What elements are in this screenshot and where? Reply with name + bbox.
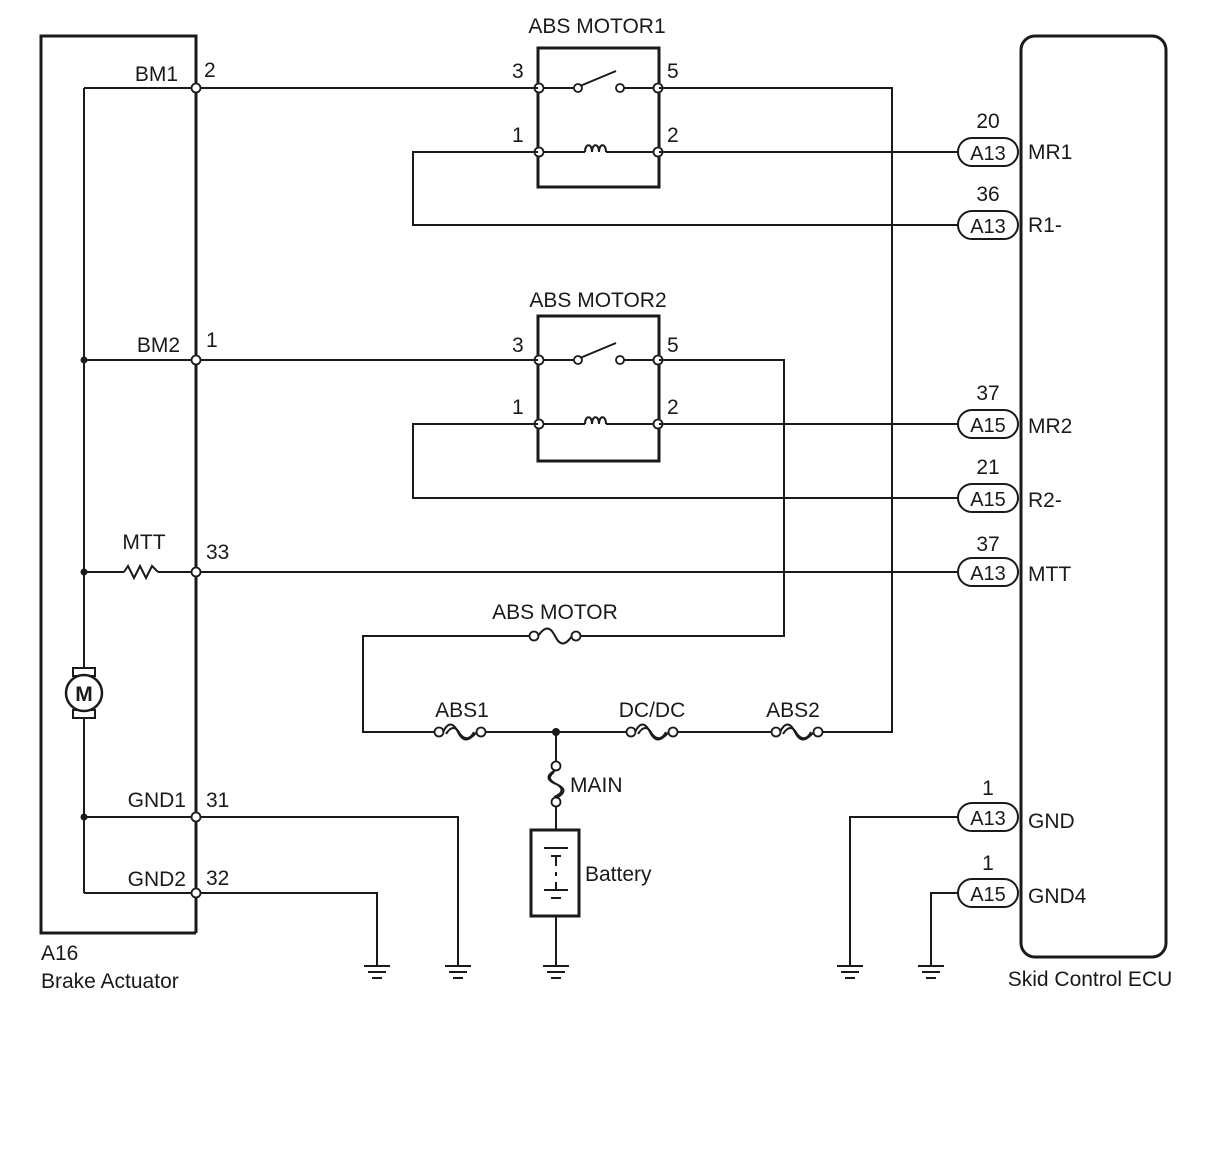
- ecu-connector-gnd: A13 1 GND: [957, 777, 1075, 833]
- relay-motor2-pin1: 1: [512, 396, 524, 419]
- ecu-terminal: MR1: [1028, 141, 1072, 164]
- ground-battery-icon: [543, 965, 569, 979]
- connector-id: A13: [970, 216, 1006, 238]
- pin-mtt: 33: [206, 541, 229, 564]
- ground-ecu-gnd4-icon: [918, 965, 944, 979]
- relay-motor2-pin3: 3: [512, 334, 524, 357]
- ecu-connector-mr1: A13 20 MR1: [957, 110, 1072, 167]
- relay-motor1-pin1: 1: [512, 124, 524, 147]
- battery: Battery: [529, 828, 652, 918]
- battery-label: Battery: [585, 863, 652, 886]
- ecu-connector-mtt: A13 37 MTT: [957, 533, 1071, 587]
- connector-id: A13: [970, 563, 1006, 585]
- terminal-gnd2: GND2: [128, 868, 186, 891]
- fuse-abs-motor-label: ABS MOTOR: [492, 601, 618, 624]
- ecu-connector-mr2: A15 37 MR2: [957, 382, 1072, 439]
- brake-actuator-id: A16: [41, 942, 78, 965]
- ground-ecu-gnd-icon: [837, 965, 863, 979]
- pin-bm1: 2: [204, 59, 216, 82]
- ecu-connector-r1-minus: A13 36 R1-: [957, 183, 1062, 240]
- fuse-abs1: ABS1: [433, 699, 489, 741]
- terminal-bm2: BM2: [137, 334, 180, 357]
- connector-id: A13: [970, 808, 1006, 830]
- relay-motor1-pin2: 2: [667, 124, 679, 147]
- relay-motor2-coil-icon: [584, 416, 607, 425]
- fuse-dcdc-label: DC/DC: [619, 699, 686, 722]
- brake-actuator: M BM1 BM2 MTT GND1 GND2 2 1 33 31 32 A16…: [39, 34, 229, 993]
- fuse-main: MAIN: [547, 760, 623, 808]
- relay-abs-motor1: ABS MOTOR1 3 5 1 2: [512, 15, 679, 189]
- relay-motor1-pin5: 5: [667, 60, 679, 83]
- pin-bm2: 1: [206, 329, 218, 352]
- brake-actuator-outline: [39, 34, 198, 935]
- connector-pin: 21: [976, 456, 999, 479]
- connector-pin: 1: [982, 777, 994, 800]
- connector-id: A15: [970, 415, 1006, 437]
- ecu-terminal: R2-: [1028, 489, 1062, 512]
- ground-gnd1-icon: [445, 965, 471, 979]
- ground-gnd2-icon: [364, 965, 390, 979]
- ecu-outline: [1019, 34, 1168, 959]
- relay-motor1-coil-icon: [584, 144, 607, 153]
- ecu-terminal: MTT: [1028, 563, 1071, 586]
- ecu-terminal: MR2: [1028, 415, 1072, 438]
- fuse-abs2-label: ABS2: [766, 699, 820, 722]
- terminal-mtt: MTT: [122, 531, 165, 554]
- fuse-abs2: ABS2: [766, 699, 824, 741]
- ecu-terminal: GND4: [1028, 885, 1087, 908]
- connector-pin: 1: [982, 852, 994, 875]
- connector-id: A15: [970, 884, 1006, 906]
- ecu-connector-gnd4: A15 1 GND4: [957, 852, 1087, 908]
- connector-pin: 36: [976, 183, 999, 206]
- skid-control-ecu: Skid Control ECU: [1008, 34, 1173, 991]
- pump-motor-icon: M: [64, 667, 104, 719]
- relay-motor1-title: ABS MOTOR1: [528, 15, 665, 38]
- brake-actuator-name: Brake Actuator: [41, 970, 179, 993]
- connector-pin: 20: [976, 110, 999, 133]
- relay-abs-motor2: ABS MOTOR2 3 5 1 2: [512, 289, 679, 463]
- relay-motor2-title: ABS MOTOR2: [529, 289, 666, 312]
- connector-id: A15: [970, 489, 1006, 511]
- ecu-name: Skid Control ECU: [1008, 968, 1173, 991]
- connector-pin: 37: [976, 382, 999, 405]
- terminal-gnd1: GND1: [128, 789, 186, 812]
- ecu-terminal: GND: [1028, 810, 1075, 833]
- fuse-abs1-label: ABS1: [435, 699, 489, 722]
- terminal-bm1: BM1: [135, 63, 178, 86]
- connector-pin: 37: [976, 533, 999, 556]
- pin-gnd2: 32: [206, 867, 229, 890]
- pin-gnd1: 31: [206, 789, 229, 812]
- relay-motor2-pin2: 2: [667, 396, 679, 419]
- mtt-resistor-icon: [123, 563, 159, 581]
- ecu-terminal: R1-: [1028, 214, 1062, 237]
- ecu-connector-r2-minus: A15 21 R2-: [957, 456, 1062, 513]
- fuse-abs-motor: ABS MOTOR: [492, 601, 618, 645]
- relay-motor2-pin5: 5: [667, 334, 679, 357]
- wiring: [190, 82, 960, 966]
- motor-symbol: M: [75, 683, 93, 706]
- relay-motor1-pin3: 3: [512, 60, 524, 83]
- connector-id: A13: [970, 143, 1006, 165]
- fuse-main-label: MAIN: [570, 774, 623, 797]
- fuse-dcdc: DC/DC: [619, 699, 686, 741]
